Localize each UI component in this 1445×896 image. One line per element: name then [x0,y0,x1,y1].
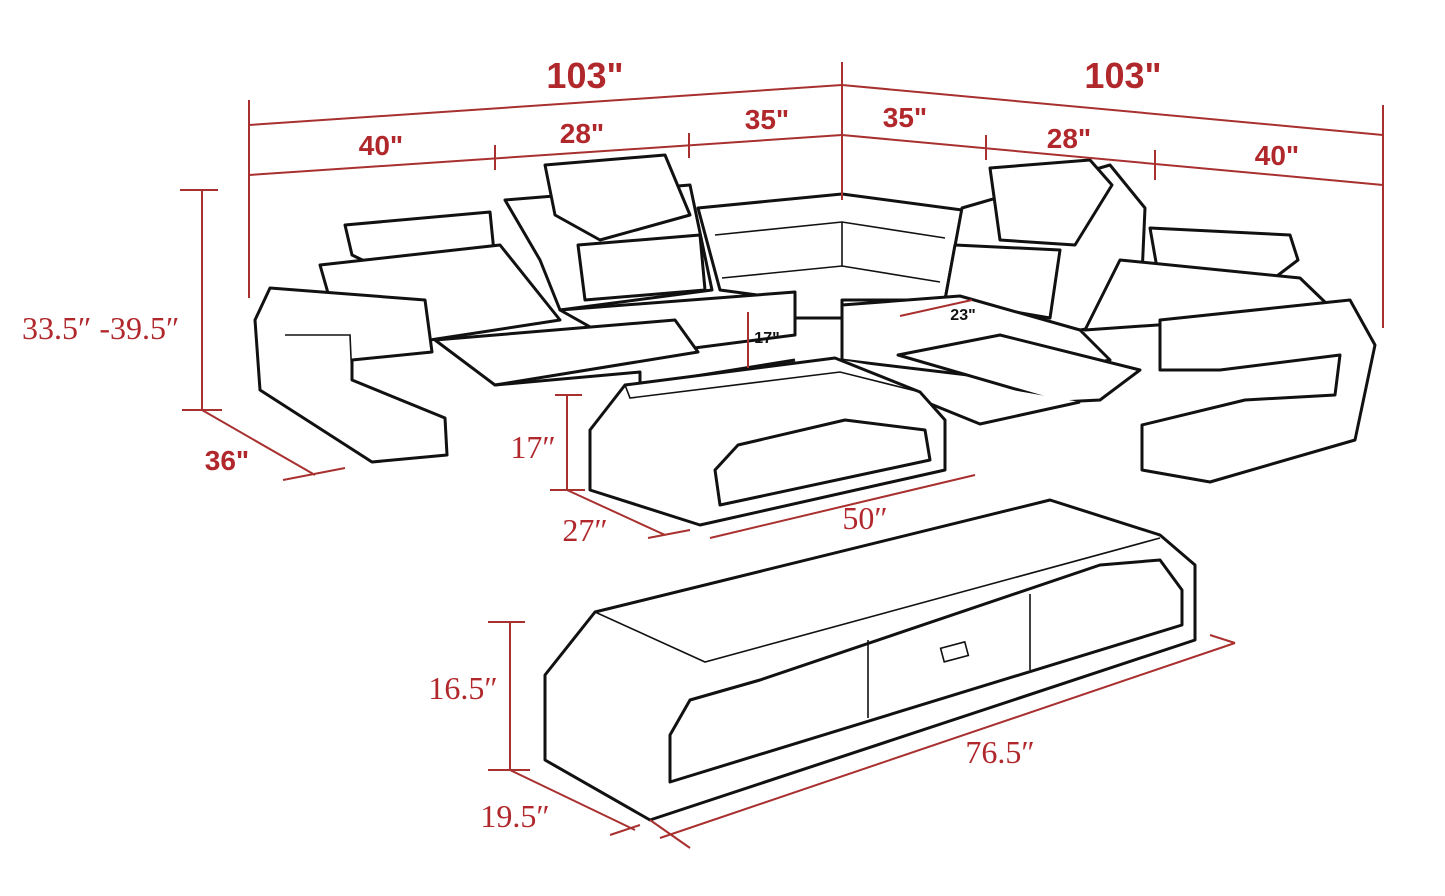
sofa-height-label: 33.5″ -39.5″ [22,310,179,346]
left-segment-3-label: 35" [745,104,789,135]
left-segment-2-label: 28" [560,118,604,149]
left-headrest [543,153,692,242]
seat-depth-label: 23" [950,307,975,324]
sofa-left-total-label: 103" [546,55,623,96]
left-segment-1-label: 40" [359,130,403,161]
dimension-lines [180,62,1384,849]
sofa-right-total-label: 103" [1084,55,1161,96]
right-segment-3-label: 40" [1255,140,1299,171]
tv-stand-depth-label: 19.5″ [480,798,549,834]
coffee-table-depth-label: 27″ [562,512,607,548]
left-lumbar [576,233,707,302]
tv-stand-width-label: 76.5″ [965,734,1034,770]
sectional-sofa [253,153,1377,484]
right-headrest [988,158,1114,247]
right-armrest [1140,298,1377,484]
drawer-handle [939,640,970,663]
seat-height-label: 17" [754,330,779,347]
recliner-left [433,318,700,387]
right-segment-2-label: 28" [1047,123,1091,154]
tv-stand [543,498,1197,822]
sofa-depth-label: 36" [205,445,249,476]
right-segment-1-label: 35" [883,102,927,133]
coffee-table-width-label: 50″ [842,500,887,536]
coffee-table-height-label: 17″ [510,429,555,465]
coffee-table [588,356,947,527]
tv-stand-height-label: 16.5″ [428,670,497,706]
